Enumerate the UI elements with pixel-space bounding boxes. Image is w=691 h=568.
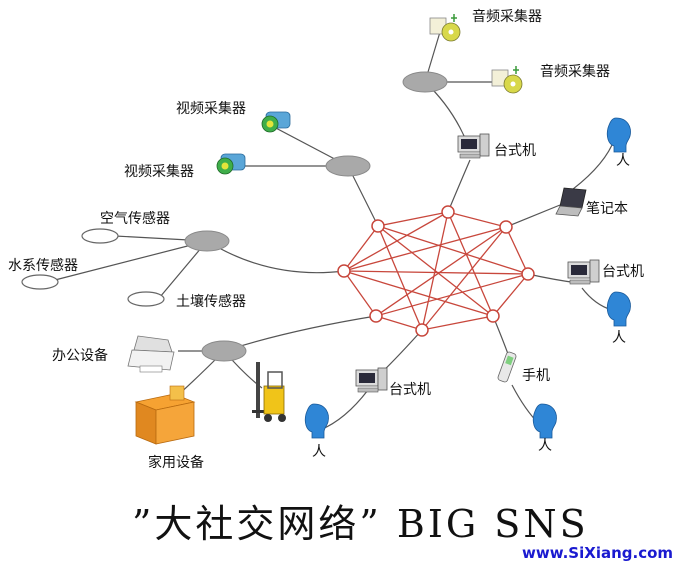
label-air-sensor: 空气传感器 [100, 210, 170, 227]
link-office-mesh [223, 315, 377, 352]
video-hub [325, 155, 371, 177]
link-person-top [564, 144, 613, 196]
person-icon [606, 291, 631, 327]
sensor-hub [184, 230, 230, 252]
audio-hub [402, 71, 448, 93]
label-person: 人 [612, 330, 626, 346]
water-sensor-icon [21, 274, 59, 290]
video-camera-icon [261, 111, 291, 133]
label-water-sensor: 水系传感器 [8, 257, 78, 274]
label-video-collector: 视频采集器 [124, 163, 194, 180]
desktop-computer-icon [567, 259, 600, 285]
link-sensor-mesh [206, 240, 345, 274]
printer-icon [127, 335, 175, 373]
mesh-node [369, 309, 383, 323]
mesh-node [521, 267, 535, 281]
mesh-node [415, 323, 429, 337]
mesh-node [441, 205, 455, 219]
label-office-equipment: 办公设备 [52, 347, 108, 364]
video-camera-icon [216, 153, 246, 175]
desktop-computer-icon [457, 133, 490, 159]
office-hub [201, 340, 247, 362]
label-desktop: 台式机 [389, 382, 431, 398]
mesh-node [371, 219, 385, 233]
desktop-computer-icon [355, 367, 388, 393]
label-audio-collector: 音频采集器 [472, 8, 542, 25]
label-phone: 手机 [522, 368, 550, 384]
central-mesh [337, 205, 535, 337]
link-desktop-top-mesh [447, 159, 471, 213]
label-laptop: 笔记本 [586, 201, 628, 217]
person-icon [532, 403, 557, 439]
label-audio-collector: 音频采集器 [540, 63, 610, 80]
mesh-node [499, 220, 513, 234]
watermark: www.SiXiang.com [522, 544, 673, 562]
label-home-appliances: 家用设备 [148, 454, 204, 471]
mesh-node [486, 309, 500, 323]
home-appliance-icon [134, 385, 196, 445]
forklift-icon [252, 362, 286, 422]
label-person: 人 [616, 153, 630, 169]
label-desktop: 台式机 [494, 143, 536, 159]
mesh-node [337, 264, 351, 278]
person-icon [304, 403, 329, 439]
label-soil-sensor: 土壤传感器 [176, 293, 246, 310]
label-desktop: 台式机 [602, 264, 644, 280]
soil-sensor-icon [127, 291, 165, 307]
air-sensor-icon [81, 228, 119, 244]
mobile-phone-icon [497, 351, 517, 383]
laptop-icon [555, 187, 587, 217]
diagram-title: ”大社交网络” BIG SNS [132, 502, 589, 546]
link-water [54, 240, 208, 281]
person-icon [606, 117, 631, 153]
link-laptop [505, 204, 561, 228]
label-video-collector: 视频采集器 [176, 100, 246, 117]
label-person: 人 [312, 444, 326, 460]
audio-collector-icon [491, 66, 523, 94]
label-person: 人 [538, 438, 552, 454]
audio-collector-icon [429, 14, 461, 42]
